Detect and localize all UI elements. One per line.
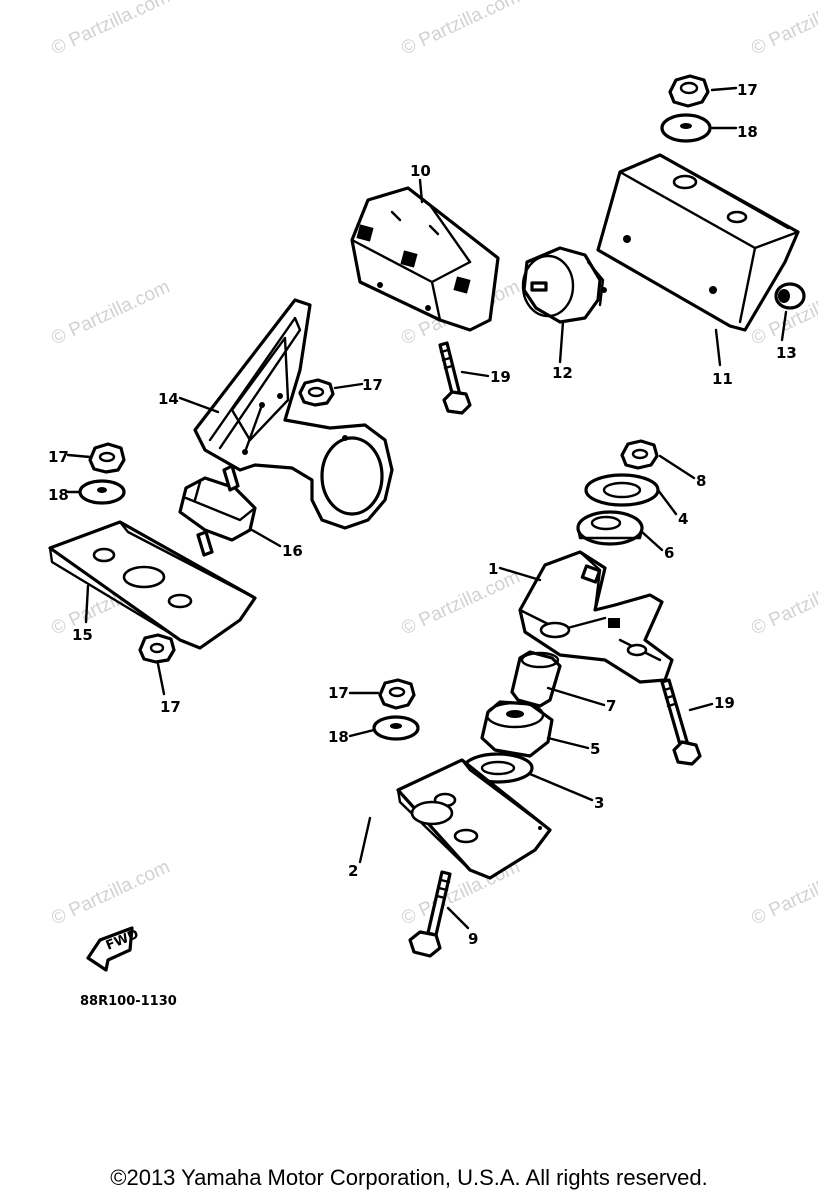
regulator-12[interactable] — [521, 246, 607, 324]
callout-14: 14 — [158, 390, 179, 408]
watermark: © Partzilla.com — [398, 566, 523, 639]
callout-13: 13 — [776, 344, 797, 362]
callout-10: 10 — [410, 162, 431, 180]
callout-18: 18 — [328, 728, 349, 746]
grommet-13[interactable] — [774, 282, 806, 310]
bracket-10[interactable] — [350, 186, 500, 332]
washer-18-left[interactable] — [78, 479, 126, 505]
watermark: © Partzilla.com — [748, 566, 818, 639]
watermark: © Partzilla.com — [48, 276, 173, 349]
leader-lines — [66, 86, 788, 930]
callout-labels: 17 18 10 11 12 13 19 17 14 17 18 16 15 1… — [48, 81, 797, 948]
callout-17: 17 — [48, 448, 69, 466]
watermark: © Partzilla.com — [48, 0, 173, 60]
copyright-notice: ©2013 Yamaha Motor Corporation, U.S.A. A… — [110, 1165, 708, 1190]
callout-17: 17 — [160, 698, 181, 716]
nut-17-middle[interactable] — [378, 678, 416, 710]
collar-7[interactable] — [510, 650, 562, 708]
nut-17-on-bracket-14[interactable] — [298, 378, 335, 407]
callout-9: 9 — [468, 930, 478, 948]
callout-11: 11 — [712, 370, 733, 388]
callout-18: 18 — [737, 123, 758, 141]
callout-8: 8 — [696, 472, 706, 490]
bracket-1[interactable] — [518, 550, 674, 684]
washer-18-top-right[interactable] — [660, 113, 712, 143]
callout-12: 12 — [552, 364, 573, 382]
callout-19: 19 — [490, 368, 511, 386]
bolt-9[interactable] — [408, 870, 452, 958]
damper-6[interactable] — [576, 510, 644, 546]
callout-6: 6 — [664, 544, 674, 562]
diagram-code: 88R100-1130 — [80, 994, 177, 1009]
callout-1: 1 — [488, 560, 498, 578]
plate-2[interactable] — [396, 758, 552, 880]
callout-16: 16 — [282, 542, 303, 560]
watermark: © Partzilla.com — [748, 0, 818, 60]
nut-17-under-plate-15[interactable] — [138, 633, 176, 664]
nut-17-top-right[interactable] — [668, 74, 710, 108]
callout-18: 18 — [48, 486, 69, 504]
cover-11[interactable] — [596, 153, 800, 332]
plate-15[interactable] — [48, 520, 257, 650]
damper-5[interactable] — [480, 700, 554, 758]
callout-3: 3 — [594, 794, 604, 812]
callout-2: 2 — [348, 862, 358, 880]
watermark: © Partzilla.com — [748, 856, 818, 929]
callout-4: 4 — [678, 510, 688, 528]
watermark: © Partzilla.com — [48, 856, 173, 929]
fwd-arrow-icon: FWD — [86, 926, 141, 972]
callout-15: 15 — [72, 626, 93, 644]
damper-16[interactable] — [178, 464, 257, 557]
washer-18-middle[interactable] — [372, 715, 420, 741]
callout-5: 5 — [590, 740, 600, 758]
callout-7: 7 — [606, 697, 616, 715]
nut-8[interactable] — [620, 439, 659, 470]
callout-17: 17 — [362, 376, 383, 394]
bolt-19-right[interactable] — [660, 678, 702, 766]
callout-17: 17 — [328, 684, 349, 702]
washer-4[interactable] — [584, 473, 660, 507]
nut-17-left[interactable] — [88, 442, 126, 474]
bracket-14[interactable] — [193, 298, 394, 530]
watermark: © Partzilla.com — [398, 0, 523, 60]
callout-19: 19 — [714, 694, 735, 712]
bolt-19-upper[interactable] — [438, 341, 472, 415]
callout-17: 17 — [737, 81, 758, 99]
